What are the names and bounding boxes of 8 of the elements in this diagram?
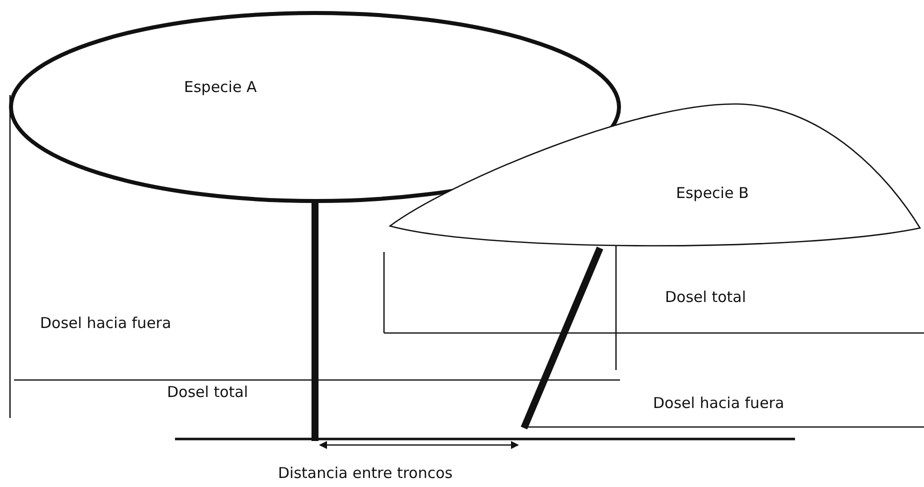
dimension-label: Dosel hacia fuera: [40, 314, 172, 332]
dimension-label: Dosel total: [665, 288, 746, 306]
species-label: Especie A: [184, 78, 257, 96]
dimension-label: Dosel hacia fuera: [653, 394, 784, 412]
species-label: Especie B: [676, 184, 749, 202]
tree-canopy: [8, 10, 622, 204]
dimension-label: Dosel total: [167, 383, 248, 401]
dimension-label: Distancia entre troncos: [278, 464, 453, 482]
